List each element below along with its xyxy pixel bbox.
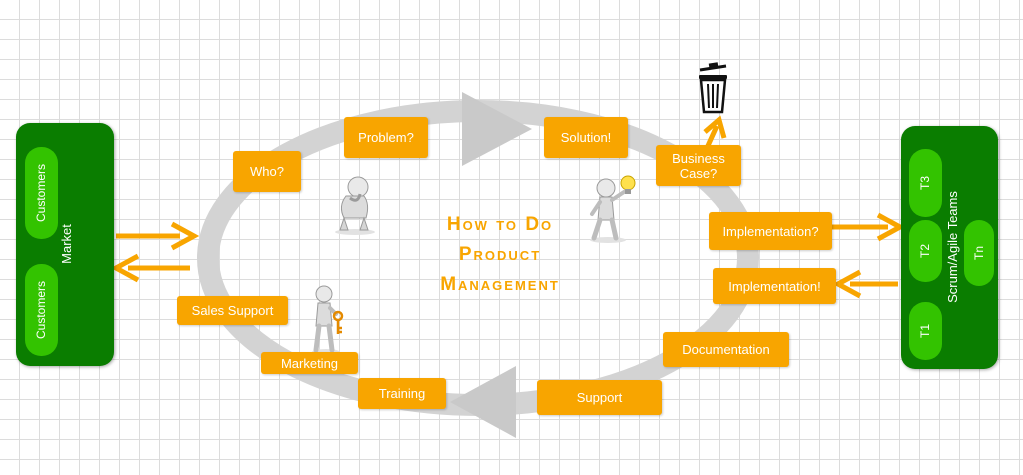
step-solution: Solution!: [544, 117, 628, 158]
team-pill-tn: Tn: [964, 220, 994, 286]
customer-pill-top: Customers: [25, 147, 58, 239]
market-label: Market: [59, 224, 74, 264]
person-with-keys-icon: [312, 285, 344, 355]
title-line-3: Management: [440, 274, 560, 295]
implementation-to-teams-arrow: [830, 212, 906, 242]
step-problem: Problem?: [344, 117, 428, 158]
team-pill-t1: T1: [909, 302, 942, 360]
trash-can-icon: [699, 62, 727, 114]
step-support: Support: [537, 380, 662, 415]
step-documentation: Documentation: [663, 332, 789, 367]
teams-label: Scrum/Agile Teams: [945, 191, 960, 303]
customer-label-bottom: Customers: [34, 280, 48, 340]
customer-label-top: Customers: [34, 163, 48, 223]
teams-to-implementation-arrow: [832, 269, 898, 299]
step-implementation-question: Implementation?: [709, 212, 832, 250]
team-label-t2: T2: [918, 243, 932, 259]
person-with-lightbulb-icon: [590, 175, 636, 243]
team-label-t3: T3: [918, 175, 932, 191]
step-implementation-done: Implementation!: [713, 268, 836, 304]
step-who: Who?: [233, 151, 301, 192]
cycle-arrowhead-bottom: [450, 366, 516, 438]
team-pill-t3: T3: [909, 149, 942, 217]
team-label-t1: T1: [918, 323, 932, 339]
cycle-arrowhead-top: [462, 92, 532, 166]
team-label-tn: Tn: [972, 245, 986, 261]
market-to-cycle-arrow: [116, 221, 200, 251]
market-panel: Customers Customers Market: [16, 123, 114, 366]
customer-pill-bottom: Customers: [25, 264, 58, 356]
title-line-2: Product: [458, 244, 542, 265]
cycle-to-market-arrow: [110, 253, 190, 283]
step-sales-support: Sales Support: [177, 296, 288, 325]
team-pill-t2: T2: [909, 220, 942, 282]
step-business-case: Business Case?: [656, 145, 741, 186]
sad-thinking-person-icon: [335, 176, 375, 235]
title-line-1: How to Do: [446, 214, 554, 235]
teams-panel: T3 T2 Tn T1 Scrum/Agile Teams: [901, 126, 998, 369]
step-marketing: Marketing: [261, 352, 358, 374]
step-training: Training: [358, 378, 446, 409]
business-case-to-trash-arrow: [703, 115, 727, 150]
